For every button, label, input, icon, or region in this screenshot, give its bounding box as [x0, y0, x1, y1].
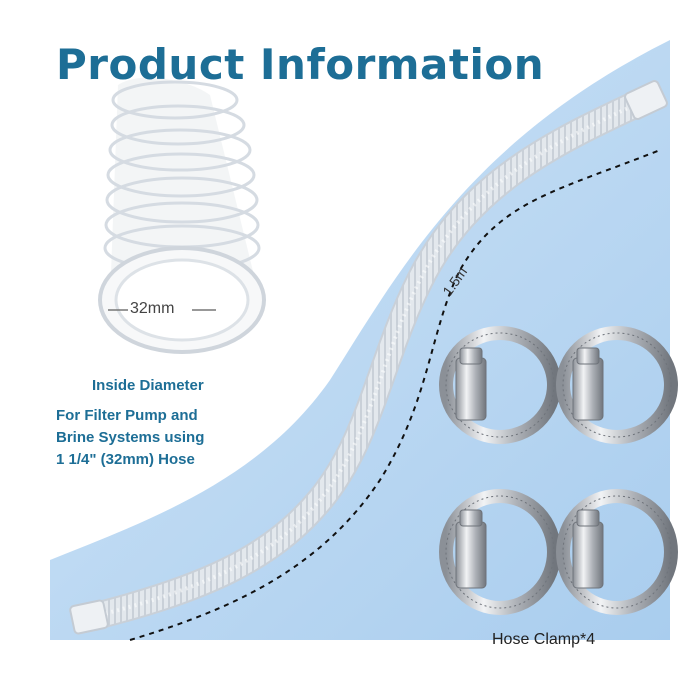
- hose-clamp: [439, 489, 561, 615]
- hose-illustration: [69, 80, 668, 635]
- hose-end-illustration: [98, 77, 266, 354]
- diameter-value-label: 32mm: [130, 300, 175, 317]
- hose-clamp-caption: Hose Clamp*4: [492, 631, 596, 648]
- hose-clamp: [556, 326, 678, 444]
- page-title: Product Information: [56, 40, 545, 89]
- compatibility-description: For Filter Pump and Brine Systems using …: [56, 405, 204, 471]
- length-indicator-line: [129, 149, 661, 641]
- hose-clamp: [556, 489, 678, 615]
- description-line: Brine Systems using: [56, 429, 205, 446]
- description-line: 1 1/4" (32mm) Hose: [56, 451, 195, 468]
- inside-diameter-caption: Inside Diameter: [92, 377, 204, 394]
- description-line: For Filter Pump and: [56, 407, 198, 424]
- hose-clamp: [439, 326, 561, 444]
- background-panel: [50, 40, 670, 640]
